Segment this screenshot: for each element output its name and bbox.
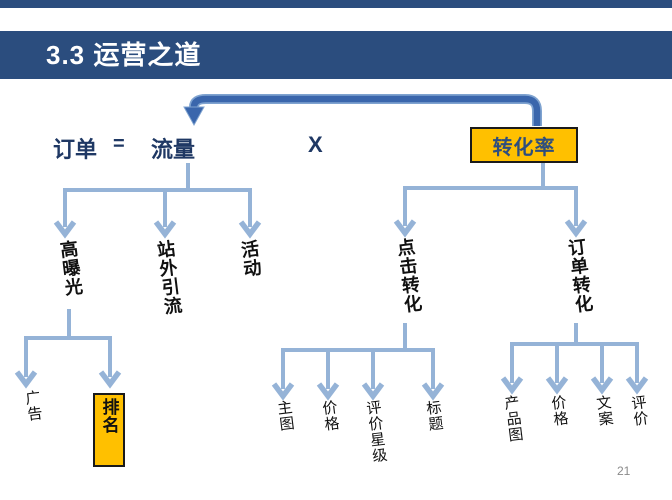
down-chevron-arrow-icon (271, 382, 295, 401)
down-chevron-arrow-icon (361, 382, 385, 401)
down-chevron-arrow-icon (545, 376, 569, 395)
exposure-subtree-connectors (14, 309, 122, 389)
node-copywriting: 文案 (593, 393, 615, 428)
down-chevron-arrow-icon (153, 220, 177, 239)
node-review: 评价 (628, 393, 650, 428)
page-title: 3.3 运营之道 (46, 40, 202, 70)
click-conversion-subtree-connectors (271, 323, 445, 401)
formula-traffic: 流量 (151, 137, 196, 162)
order-conversion-subtree-connectors (500, 323, 649, 395)
node-price-click: 价格 (319, 398, 341, 433)
down-chevron-arrow-icon (316, 382, 340, 401)
node-listing-title: 标题 (423, 398, 445, 433)
page-number: 21 (617, 464, 631, 478)
top-accent-strip (0, 0, 672, 8)
node-ads: 广告 (22, 388, 44, 423)
down-chevron-arrow-icon (238, 220, 262, 239)
formula-equals: = (113, 133, 125, 155)
traffic-tree-connectors (53, 163, 262, 239)
feedback-curved-arrow-icon (183, 94, 542, 127)
conversion-tree-connectors (393, 163, 588, 238)
down-chevron-arrow-icon (421, 382, 445, 401)
node-ranking-label: 排名 (99, 398, 119, 434)
down-chevron-arrow-icon (500, 376, 524, 395)
node-main-image: 主图 (274, 398, 296, 433)
down-chevron-arrow-icon (53, 220, 77, 239)
down-chevron-arrow-icon (98, 370, 122, 389)
down-chevron-arrow-icon (393, 219, 417, 238)
down-chevron-arrow-icon (564, 219, 588, 238)
down-chevron-arrow-icon (14, 370, 38, 389)
node-price-order: 价格 (548, 393, 570, 428)
node-campaign: 活动 (238, 238, 263, 279)
formula-times: X (308, 132, 323, 157)
down-chevron-arrow-icon (590, 376, 614, 395)
down-chevron-arrow-icon (625, 376, 649, 395)
title-bar: 3.3 运营之道 (0, 31, 672, 79)
formula-order: 订单 (53, 137, 98, 162)
conversion-rate-label: 转化率 (492, 136, 556, 159)
node-ranking-box: 排名 (93, 393, 125, 467)
conversion-rate-box: 转化率 (470, 127, 578, 163)
